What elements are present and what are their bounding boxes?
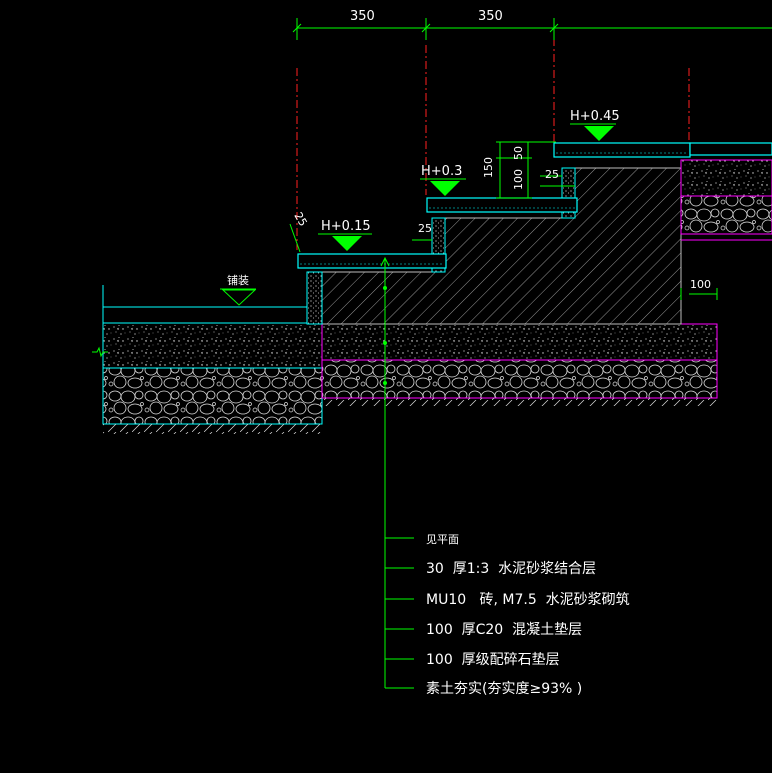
layer-note-5: 100 厚级配碎石垫层 <box>426 652 560 668</box>
dim-top-left: 350 <box>350 9 375 24</box>
dim-riser-150: 150 <box>482 157 495 178</box>
dim-riser-50: 50 <box>512 146 525 160</box>
centerlines <box>296 38 690 250</box>
layer-note-6: 素土夯实(夯实度≥93% ) <box>426 681 582 697</box>
tread-3 <box>553 142 691 158</box>
elevation-marker-1: H+0.15 <box>318 219 372 251</box>
layer-note-3: MU10 砖, M7.5 水泥砂浆砌筑 <box>426 592 630 608</box>
layer-note-4: 100 厚C20 混凝土垫层 <box>426 622 582 638</box>
elevation-marker-3: H+0.45 <box>570 109 620 141</box>
dim-nosing-25: 25 <box>291 210 309 229</box>
tread-1 <box>297 253 447 269</box>
layer-note-2: 30 厚1:3 水泥砂浆结合层 <box>426 561 596 577</box>
elevation-marker-2: H+0.3 <box>420 164 466 196</box>
layer-note-1: 见平面 <box>426 533 459 546</box>
step-treads <box>297 142 691 269</box>
elevation-label-1: H+0.15 <box>321 219 371 234</box>
upper-platform <box>680 142 772 241</box>
tread-2 <box>426 197 578 213</box>
paving-marker: 铺装 <box>220 274 257 306</box>
dim-mortar-25-lower: 25 <box>418 222 432 235</box>
top-dimension-line <box>292 18 772 40</box>
dim-mortar-25-upper: 25 <box>545 168 559 181</box>
elevation-label-2: H+0.3 <box>421 164 462 179</box>
elevation-label-3: H+0.45 <box>570 109 620 124</box>
dim-riser-100: 100 <box>512 169 525 190</box>
nosing-leader <box>289 223 301 253</box>
step-foundation <box>321 323 718 406</box>
riser-dimension-lines <box>412 141 718 300</box>
dim-edge-100: 100 <box>690 278 711 291</box>
paving-area <box>92 285 323 434</box>
paving-label: 铺装 <box>227 274 249 287</box>
layer-leader <box>380 256 414 689</box>
dim-top-right: 350 <box>478 9 503 24</box>
brick-masonry <box>321 167 682 325</box>
